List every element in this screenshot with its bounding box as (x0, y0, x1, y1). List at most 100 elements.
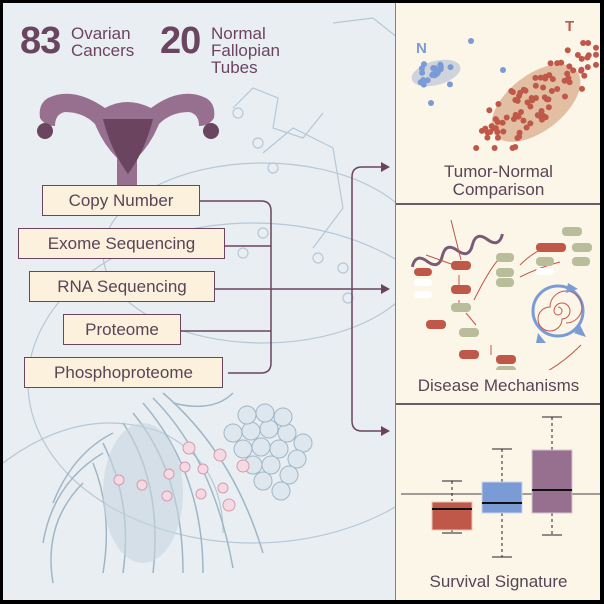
tumor-sample-point (566, 63, 573, 70)
tumor-sample-point (570, 67, 577, 74)
tumor-sample-point (482, 125, 489, 132)
background-sketch (3, 17, 479, 584)
tumor-sample-point (532, 74, 539, 81)
tumor-normal-title-line1: Tumor-Normal (444, 162, 553, 181)
tumor-sample-point (564, 47, 571, 54)
box-low-risk (431, 501, 473, 531)
normal-sample-point (433, 67, 440, 74)
tumor-sample-point (554, 86, 561, 93)
tumor-sample-point (494, 134, 501, 141)
survival-boxplot (401, 416, 600, 558)
tumor-sample-point (541, 94, 548, 101)
cycle-icon (531, 283, 586, 343)
tumor-sample-point (581, 72, 588, 79)
normal-label: N (416, 40, 427, 57)
tumor-sample-point (473, 145, 480, 151)
normal-label-line2: Fallopian Tubes (211, 41, 280, 77)
tumor-sample-point (578, 66, 585, 73)
tumor-sample-point (527, 103, 534, 110)
data-type-copy-number: Copy Number (42, 185, 200, 216)
tumor-sample-point (520, 117, 527, 124)
data-type-label: Proteome (85, 319, 159, 339)
tumor-sample-point (545, 104, 552, 111)
disease-mechanisms-title: Disease Mechanisms (417, 376, 580, 395)
figure-frame: 83 Ovarian Cancers 20 Normal Fallopian T… (3, 3, 600, 600)
tumor-sample-point (512, 97, 519, 104)
tumor-sample-point (532, 82, 539, 89)
tumor-sample-point (523, 124, 530, 131)
tumor-sample-point (574, 51, 581, 58)
tumor-normal-scatter: N T (411, 18, 599, 151)
sketch-follicles (223, 403, 313, 501)
arrow-right-icon (381, 426, 390, 436)
dna-icon (410, 233, 504, 268)
normal-label-line1: Normal (211, 24, 266, 43)
tumor-sample-point (558, 59, 565, 66)
normal-sample-point (424, 77, 431, 84)
normal-sample-point (500, 67, 506, 73)
connector-lines (181, 162, 390, 436)
normal-sample-point (429, 72, 436, 79)
pathway-nodes (414, 227, 592, 370)
normal-sample-point (428, 100, 434, 106)
tumor-sample-point (584, 64, 591, 71)
tumor-sample-point (503, 114, 510, 121)
normal-sample-point (420, 81, 427, 88)
tumor-sample-point (535, 112, 542, 119)
tumor-sample-point (549, 76, 556, 83)
tumor-sample-point (580, 40, 587, 46)
data-type-label: Phosphoproteome (54, 362, 193, 382)
tumor-sample-point (494, 118, 501, 125)
normal-sample-point (419, 69, 426, 76)
data-type-label: RNA Sequencing (57, 276, 187, 296)
normal-sample-point (468, 38, 474, 44)
tumor-sample-point (484, 134, 491, 141)
tumor-sample-point (518, 108, 525, 115)
box-mid-risk (481, 481, 523, 514)
normal-count: 20 (160, 20, 201, 62)
cancer-label-line1: Ovarian (71, 24, 131, 43)
tumor-sample-point (487, 129, 494, 136)
cancer-count: 83 (20, 20, 61, 62)
tumor-sample-point (540, 84, 547, 91)
tumor-sample-point (548, 88, 555, 95)
tumor-sample-point (593, 61, 599, 68)
survival-signature-title: Survival Signature (429, 572, 568, 591)
tumor-sample-point (527, 120, 534, 127)
normal-sample-point (447, 64, 454, 71)
arrow-right-icon (381, 284, 390, 294)
tumor-normal-title-line2: Comparison (452, 180, 545, 199)
arrow-right-icon (381, 162, 390, 172)
tumor-sample-point (509, 89, 516, 96)
tumor-sample-point (593, 51, 599, 58)
tumor-sample-point (564, 70, 571, 77)
data-type-proteome: Proteome (63, 314, 181, 345)
tumor-sample-point (547, 60, 554, 67)
tumor-sample-point (537, 74, 544, 81)
data-type-exome-sequencing: Exome Sequencing (18, 228, 225, 259)
tumor-sample-point (538, 107, 545, 114)
tumor-sample-point (542, 75, 549, 82)
tumor-sample-point (516, 133, 523, 140)
tumor-sample-point (542, 114, 549, 121)
sketch-pink-cells (113, 441, 250, 512)
tumor-sample-point (494, 128, 501, 135)
tumor-sample-point (579, 85, 586, 92)
tumor-sample-point (593, 44, 599, 51)
results-panel: N T Tumor-Normal Comparison (395, 3, 600, 600)
tumor-sample-point (585, 40, 592, 46)
tumor-sample-point (528, 95, 535, 102)
tumor-sample-point (495, 101, 502, 108)
data-type-phosphoproteome: Phosphoproteome (24, 357, 223, 388)
uterus-icon (37, 93, 219, 188)
tumor-sample-point (500, 128, 507, 135)
tumor-sample-point (520, 86, 527, 93)
pathway-diagram (410, 219, 592, 370)
tumor-sample-point (486, 107, 493, 114)
tumor-sample-point (578, 55, 585, 62)
cancer-label-line2: Cancers (71, 41, 135, 60)
data-type-label: Exome Sequencing (47, 233, 196, 253)
normal-sample-point (446, 81, 453, 88)
tumor-sample-point (516, 92, 523, 99)
panel-divider (396, 403, 600, 405)
